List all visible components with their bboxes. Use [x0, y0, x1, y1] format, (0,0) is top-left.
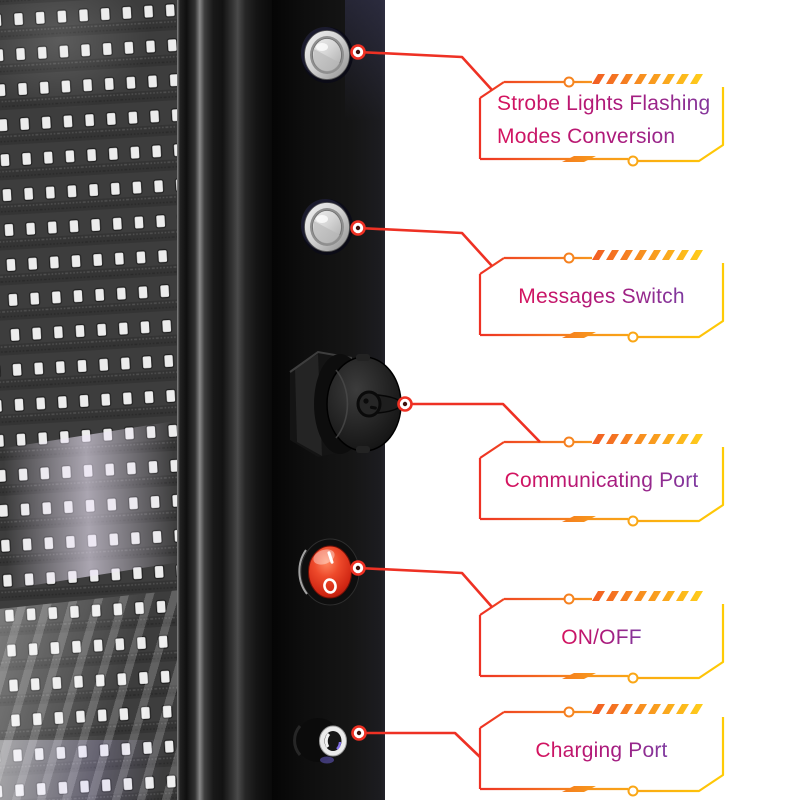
callout-label-text: Charging Port: [535, 734, 667, 767]
charging-port-jack: [293, 718, 347, 764]
callout-label-charging: Charging Port: [480, 712, 723, 789]
callout-label-text: Communicating Port: [505, 464, 699, 497]
callout-label-messages: Messages Switch: [480, 258, 723, 335]
pointer-dot-strobe: [350, 44, 366, 60]
pointer-line-messages: [357, 226, 493, 267]
device-frame-ribs: [177, 0, 272, 800]
pointer-dot-messages: [350, 220, 366, 236]
pointer-dot-charging: [351, 725, 367, 741]
power-rocker-switch: [298, 538, 360, 606]
callout-label-communicating: Communicating Port: [480, 442, 723, 519]
callout-label-text: ON/OFF: [561, 621, 642, 654]
pointer-line-strobe: [357, 50, 493, 91]
led-grid-pattern: [0, 0, 177, 800]
callout-label-onoff: ON/OFF: [480, 599, 723, 676]
callout-label-text: Messages Switch: [518, 280, 684, 313]
pointer-line-charging: [359, 731, 481, 758]
callout-label-text: Strobe Lights Flashing Modes Conversion: [497, 87, 723, 153]
communication-port-cap: [289, 350, 404, 457]
pointer-dot-onoff: [350, 560, 366, 576]
pointer-line-communicating: [405, 402, 541, 443]
pointer-line-onoff: [357, 566, 493, 608]
callout-label-strobe: Strobe Lights Flashing Modes Conversion: [482, 84, 723, 156]
pointer-dot-communicating: [397, 396, 413, 412]
